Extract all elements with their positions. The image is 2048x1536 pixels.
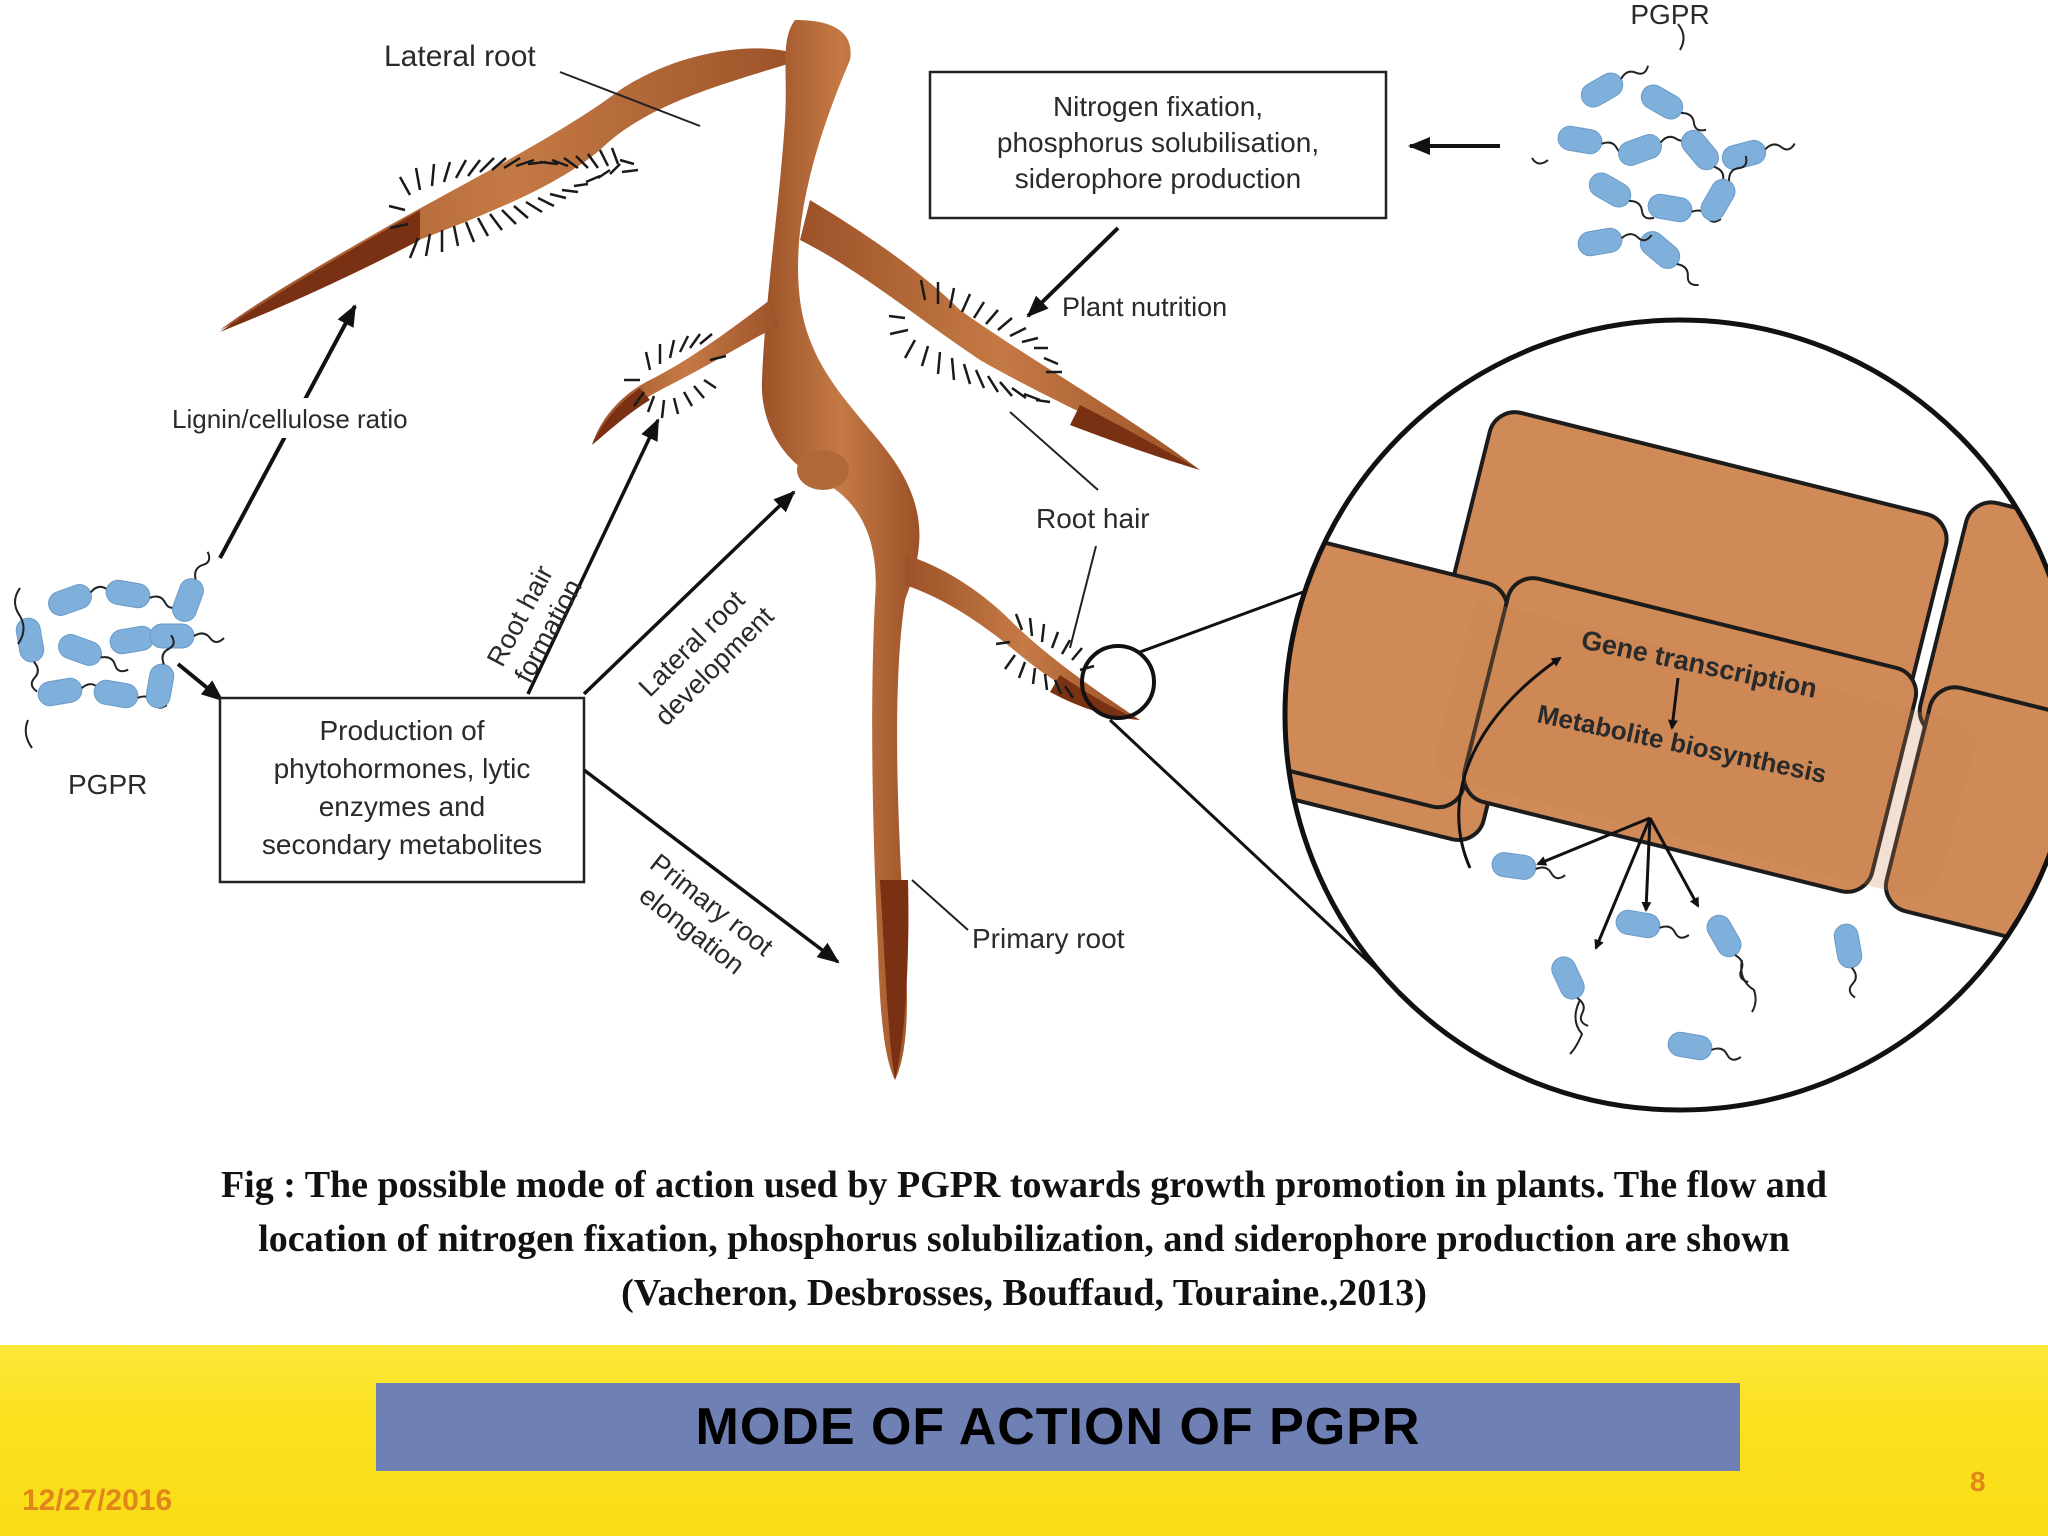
root-hair-pointer-1 [1009, 411, 1099, 491]
nutrition-box [928, 70, 1388, 220]
zoom-circle [1282, 317, 2048, 1113]
lateral-root-pointer [559, 71, 701, 127]
magnify-origin-circle [1080, 644, 1156, 720]
figure-caption: Fig : The possible mode of action used b… [40, 1158, 2008, 1320]
root-hair-cluster-right [888, 279, 1062, 404]
production-box [218, 696, 586, 884]
lateral-root-small [592, 300, 780, 445]
pgpr-left-label: PGPR [68, 769, 147, 800]
arrow-cell-to-bacteria-1 [1536, 816, 1651, 866]
arrow-cell-to-bacteria-4 [1648, 817, 1700, 908]
root-hair-cluster-lower [995, 613, 1095, 699]
slide-title: MODE OF ACTION OF PGPR [695, 1398, 1421, 1456]
root-hair-pointer-2 [1069, 545, 1097, 649]
arrow-primary-root-elongation [582, 768, 840, 964]
arrow-cell-to-bacteria-3 [1641, 817, 1652, 912]
bacteria-cluster-left [13, 546, 225, 749]
root-system [220, 20, 1200, 1080]
arrow-pgpr-to-production [176, 662, 224, 702]
pgpr-diagram: PGPR Nitrogen fixation, phosphorus solub… [13, 0, 2048, 1113]
diagram-canvas: PGPR Nitrogen fixation, phosphorus solub… [13, 0, 2048, 1113]
arrow-box-to-nutrition [1026, 226, 1120, 318]
lignin-label: Lignin/cellulose ratio [172, 404, 408, 434]
arrow-lateral-root-development [582, 490, 796, 696]
caption-line-2: location of nitrogen fixation, phosphoru… [258, 1218, 1790, 1260]
nutrition-box-line-2: phosphorus solubilisation, [997, 127, 1319, 158]
production-box-line-4: secondary metabolites [262, 829, 542, 860]
lateral-root-upper-tip [220, 210, 420, 332]
lateral-root-lower-tip [1050, 675, 1140, 720]
root-hair-formation-label: Root hair formation [481, 560, 588, 687]
primary-root-label: Primary root [972, 923, 1125, 954]
slide-date: 12/27/2016 [22, 1484, 173, 1517]
production-box-line-2: phytohormones, lytic [274, 753, 531, 784]
bacteria-cluster-zoom [1489, 850, 1870, 1068]
root-hair-label: Root hair [1036, 503, 1150, 534]
lateral-root-development-label: Lateral root development [633, 584, 780, 731]
root-node [797, 450, 849, 490]
pgpr-top-label: PGPR [1630, 0, 1709, 30]
primary-root [761, 20, 920, 1080]
nutrition-box-line-1: Nitrogen fixation, [1053, 91, 1263, 122]
caption-line-1: Fig : The possible mode of action used b… [220, 1164, 1828, 1206]
arrow-root-hair-formation [526, 418, 660, 695]
root-hair-cluster-upper [388, 147, 639, 259]
primary-root-tip [880, 880, 909, 1080]
lateral-root-right [800, 200, 1200, 470]
arrow-cell-to-bacteria-2 [1594, 817, 1652, 950]
production-box-line-1: Production of [320, 715, 485, 746]
slide-title-bar: MODE OF ACTION OF PGPR [376, 1383, 1740, 1471]
arrow-gene-to-metabolite [1667, 677, 1680, 730]
caption-line-3: (Vacheron, Desbrosses, Bouffaud, Tourain… [621, 1272, 1427, 1314]
lateral-root-right-tip [1070, 405, 1200, 470]
lateral-root-label: Lateral root [384, 40, 536, 73]
arrow-bacteria-to-gene [1457, 656, 1562, 869]
primary-root-elongation-label: Primary root elongation [634, 848, 780, 980]
nutrition-box-line-3: siderophore production [1015, 163, 1301, 194]
plant-nutrition-label: Plant nutrition [1062, 292, 1227, 322]
slide-page-number: 8 [1970, 1466, 1986, 1497]
production-box-line-3: enzymes and [319, 791, 486, 822]
lateral-root-lower [905, 555, 1140, 720]
bacteria-cluster-top [1531, 23, 1799, 294]
primary-root-pointer [911, 879, 969, 931]
root-hair-cluster-small [624, 333, 727, 419]
